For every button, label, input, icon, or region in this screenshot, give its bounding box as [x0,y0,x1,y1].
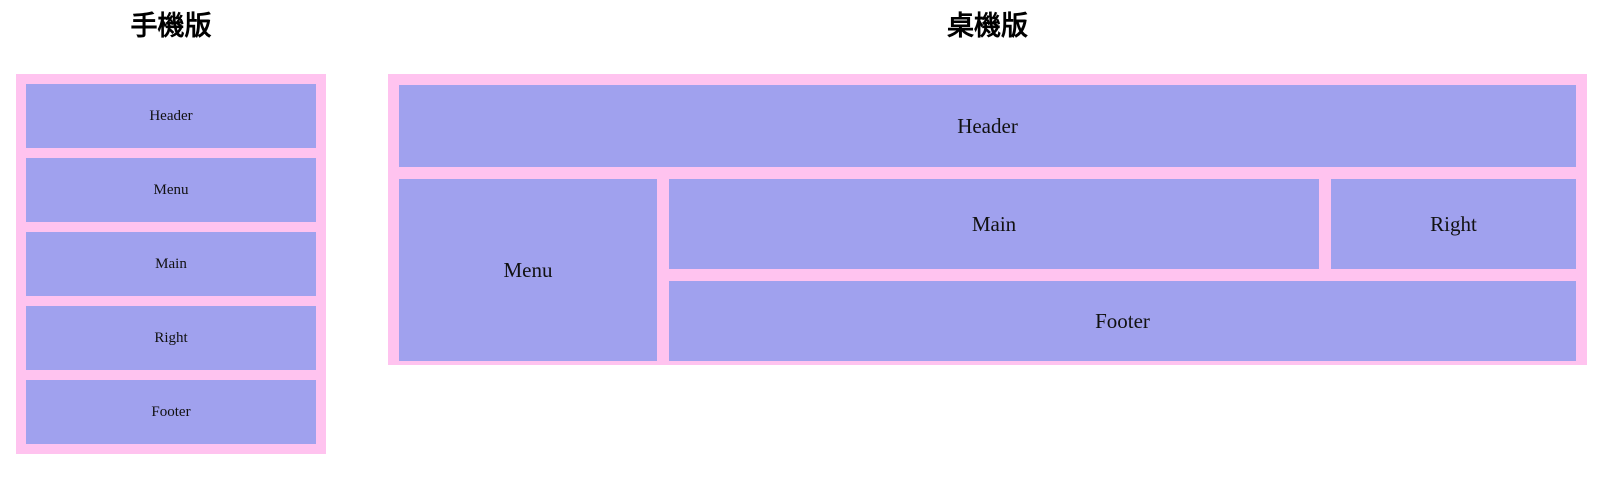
desktop-panel-footer: Footer [669,281,1576,361]
mobile-panel-right: Right [26,306,316,370]
mobile-panel-footer: Footer [26,380,316,444]
mobile-panel-menu: Menu [26,158,316,222]
mobile-panel-header: Header [26,84,316,148]
mobile-layout-container: Header Menu Main Right Footer [16,74,326,454]
mobile-panel-main: Main [26,232,316,296]
desktop-panel-menu: Menu [399,179,657,361]
desktop-layout-title: 桌機版 [947,11,1028,41]
desktop-panel-main: Main [669,179,1319,269]
desktop-panel-right: Right [1331,179,1576,269]
mobile-layout-title: 手機版 [130,11,212,41]
desktop-panel-header: Header [399,85,1576,167]
desktop-layout-container: Header Menu Main Right Footer [388,74,1587,365]
